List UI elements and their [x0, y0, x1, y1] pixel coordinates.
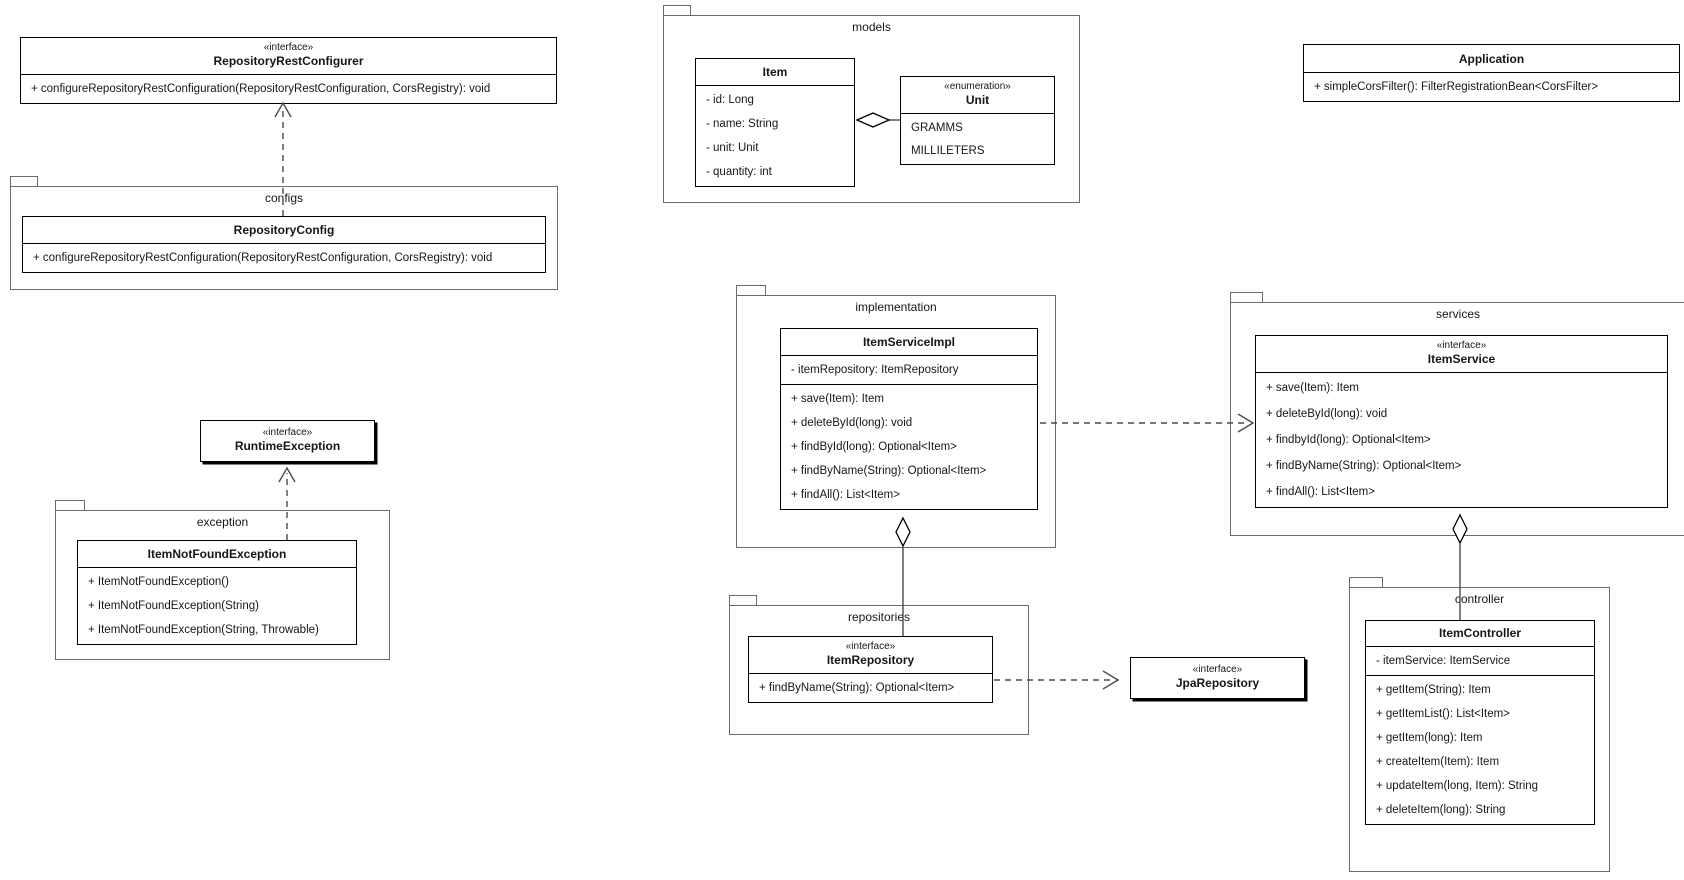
class-item-controller[interactable]: ItemController - itemService: ItemServic… [1365, 620, 1595, 825]
member-row: GRAMMS [911, 121, 963, 134]
class-name: ItemServiceImpl [862, 335, 956, 349]
attribute-section: - itemRepository: ItemRepository [781, 356, 1037, 384]
member-row: + save(Item): Item [791, 393, 884, 405]
member-row: + save(Item): Item [1266, 382, 1359, 394]
class-item-not-found-exception[interactable]: ItemNotFoundException + ItemNotFoundExce… [77, 540, 357, 645]
package-title: exception [196, 515, 249, 529]
member-row: - name: String [706, 118, 779, 130]
member-row: + getItemList(): List<Item> [1376, 708, 1510, 720]
stereotype-label: «interface» [263, 42, 314, 53]
class-name: RepositoryRestConfigurer [213, 54, 364, 68]
member-row: - itemService: ItemService [1376, 655, 1511, 667]
class-application[interactable]: Application + simpleCorsFilter(): Filter… [1303, 44, 1680, 102]
class-item[interactable]: Item - id: Long - name: String - unit: Uni… [695, 58, 855, 187]
class-item-service-impl[interactable]: ItemServiceImpl - itemRepository: ItemRe… [780, 328, 1038, 510]
member-row: + getItem(String): Item [1376, 684, 1491, 696]
member-row: - id: Long [706, 94, 754, 106]
enum-values-section: GRAMMS MILLILETERS [901, 114, 1054, 164]
member-row: + findByName(String): Optional<Item> [791, 465, 987, 477]
member-row: + getItem(long): Item [1376, 732, 1483, 744]
member-row: MILLILETERS [911, 144, 985, 157]
member-row: + ItemNotFoundException(String, Throwabl… [88, 624, 319, 636]
stereotype-label: «interface» [1436, 340, 1487, 351]
realization-arrowhead [274, 101, 292, 118]
package-tab-implementation [736, 285, 766, 295]
class-name: JpaRepository [1175, 676, 1260, 690]
member-row: - itemRepository: ItemRepository [791, 364, 959, 376]
interface-jpa-repository[interactable]: «interface» JpaRepository [1130, 657, 1305, 699]
method-section: + getItem(String): Item + getItemList(): … [1366, 675, 1594, 824]
method-section: + simpleCorsFilter(): FilterRegistration… [1304, 73, 1679, 101]
member-row: - quantity: int [706, 166, 772, 178]
package-title: controller [1454, 592, 1505, 606]
class-name: RepositoryConfig [233, 223, 335, 237]
member-row: + updateItem(long, Item): String [1376, 780, 1539, 792]
package-tab-exception [55, 500, 85, 510]
member-row: + ItemNotFoundException(String) [88, 600, 259, 612]
member-row: + simpleCorsFilter(): FilterRegistration… [1314, 81, 1599, 93]
edge-realization-impl-to-item-service [1040, 413, 1255, 433]
class-name: ItemController [1438, 626, 1521, 640]
member-row: + deleteById(long): void [791, 417, 913, 429]
class-repository-config[interactable]: RepositoryConfig + configureRepositoryRe… [22, 216, 546, 273]
enum-unit[interactable]: «enumeration» Unit GRAMMS MILLILETERS [900, 76, 1055, 165]
class-name: Item [762, 65, 788, 79]
method-section: + save(Item): Item + deleteById(long): vo… [1256, 373, 1667, 507]
interface-runtime-exception[interactable]: «interface» RuntimeException [200, 420, 375, 462]
interface-repository-rest-configurer[interactable]: «interface» RepositoryRestConfigurer + c… [20, 37, 557, 104]
package-title: services [1435, 307, 1480, 321]
method-section: + save(Item): Item + deleteById(long): vo… [781, 384, 1037, 509]
member-row: + deleteById(long): void [1266, 408, 1388, 420]
class-name: ItemService [1427, 352, 1496, 366]
package-title: models [852, 20, 891, 34]
member-row: + findAll(): List<Item> [1266, 486, 1375, 498]
member-row: + configureRepositoryRestConfiguration(R… [31, 83, 491, 95]
member-row: + findByName(String): Optional<Item> [1266, 460, 1462, 472]
method-section: + findByName(String): Optional<Item> [749, 674, 992, 702]
member-row: + findbyId(long): Optional<Item> [1266, 434, 1431, 446]
member-row: + findById(long): Optional<Item> [791, 441, 957, 453]
class-name: ItemRepository [826, 653, 915, 667]
member-row: + findAll(): List<Item> [791, 489, 900, 501]
member-row: - unit: Unit [706, 142, 759, 154]
package-tab-controller [1349, 577, 1383, 587]
method-section: + configureRepositoryRestConfiguration(R… [21, 75, 556, 103]
class-name: RuntimeException [234, 439, 341, 453]
attribute-section: - itemService: ItemService [1366, 647, 1594, 675]
member-row: + configureRepositoryRestConfiguration(R… [33, 252, 493, 264]
package-tab-configs [10, 176, 38, 186]
stereotype-label: «enumeration» [944, 81, 1011, 92]
member-row: + findByName(String): Optional<Item> [759, 682, 955, 694]
realization-arrowhead [1102, 670, 1120, 690]
interface-item-repository[interactable]: «interface» ItemRepository + findByName(… [748, 636, 993, 703]
interface-item-service[interactable]: «interface» ItemService + save(Item): It… [1255, 335, 1668, 508]
stereotype-label: «interface» [1192, 664, 1243, 675]
realization-arrowhead [278, 466, 296, 483]
class-name: Unit [965, 93, 990, 107]
package-tab-services [1230, 292, 1263, 302]
class-name: ItemNotFoundException [147, 547, 287, 561]
method-section: + configureRepositoryRestConfiguration(R… [23, 244, 545, 272]
stereotype-label: «interface» [845, 641, 896, 652]
attribute-section: - id: Long - name: String - unit: Unit - qu… [696, 86, 854, 186]
stereotype-label: «interface» [262, 427, 313, 438]
package-title: implementation [855, 300, 937, 314]
member-row: + createItem(Item): Item [1376, 756, 1500, 768]
method-section: + ItemNotFoundException() + ItemNotFoundE… [78, 568, 356, 644]
package-title: repositories [847, 610, 911, 624]
class-name: Application [1458, 52, 1525, 66]
package-tab-models [663, 5, 691, 15]
package-title: configs [264, 191, 304, 205]
member-row: + ItemNotFoundException() [88, 576, 229, 588]
package-tab-repositories [729, 595, 757, 605]
member-row: + deleteItem(long): String [1376, 804, 1506, 816]
